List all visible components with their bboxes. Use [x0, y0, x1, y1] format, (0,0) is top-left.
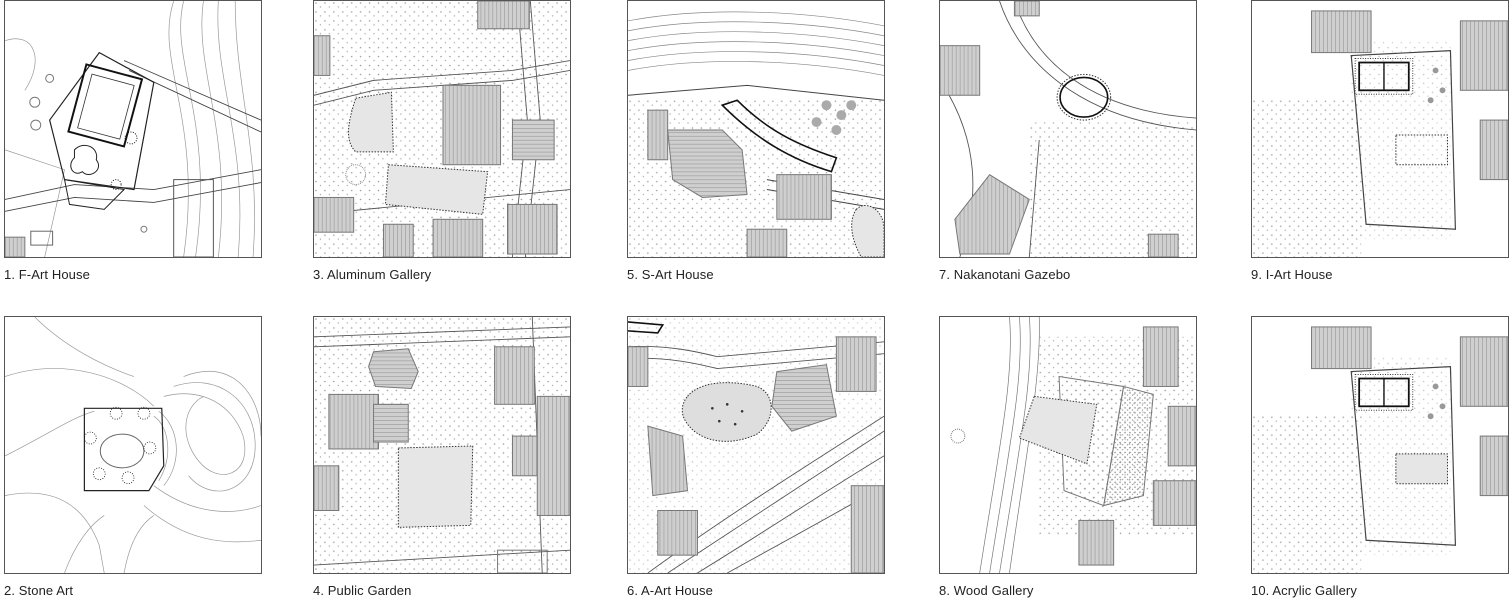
site-map — [1251, 0, 1509, 258]
site-5-plan: 5. S-Art House — [627, 0, 885, 300]
site-caption: 3. Aluminum Gallery — [313, 267, 432, 282]
site-8-plan: 8. Wood Gallery — [939, 316, 1197, 616]
site-2-plan: 2. Stone Art — [4, 316, 262, 616]
site-map — [939, 0, 1197, 258]
site-map — [313, 0, 571, 258]
site-4-plan: 4. Public Garden — [313, 316, 571, 616]
site-caption: 6. A-Art House — [627, 583, 713, 598]
site-caption: 4. Public Garden — [313, 583, 412, 598]
site-caption: 9. I-Art House — [1251, 267, 1333, 282]
site-caption: 8. Wood Gallery — [939, 583, 1034, 598]
site-map — [4, 0, 262, 258]
site-7-plan: 7. Nakanotani Gazebo — [939, 0, 1197, 300]
site-1-plan: 1. F-Art House — [4, 0, 262, 300]
site-map — [627, 0, 885, 258]
site-caption: 2. Stone Art — [4, 583, 74, 598]
site-map — [939, 316, 1197, 574]
site-caption: 10. Acrylic Gallery — [1251, 583, 1357, 598]
site-10-plan: 10. Acrylic Gallery — [1251, 316, 1509, 616]
site-3-plan: 3. Aluminum Gallery — [313, 0, 571, 300]
site-map — [1251, 316, 1509, 574]
site-map — [627, 316, 885, 574]
site-6-plan: 6. A-Art House — [627, 316, 885, 616]
site-caption: 1. F-Art House — [4, 267, 90, 282]
site-9-plan: 9. I-Art House — [1251, 0, 1509, 300]
site-map — [4, 316, 262, 574]
site-map — [313, 316, 571, 574]
site-caption: 5. S-Art House — [627, 267, 714, 282]
site-caption: 7. Nakanotani Gazebo — [939, 267, 1071, 282]
